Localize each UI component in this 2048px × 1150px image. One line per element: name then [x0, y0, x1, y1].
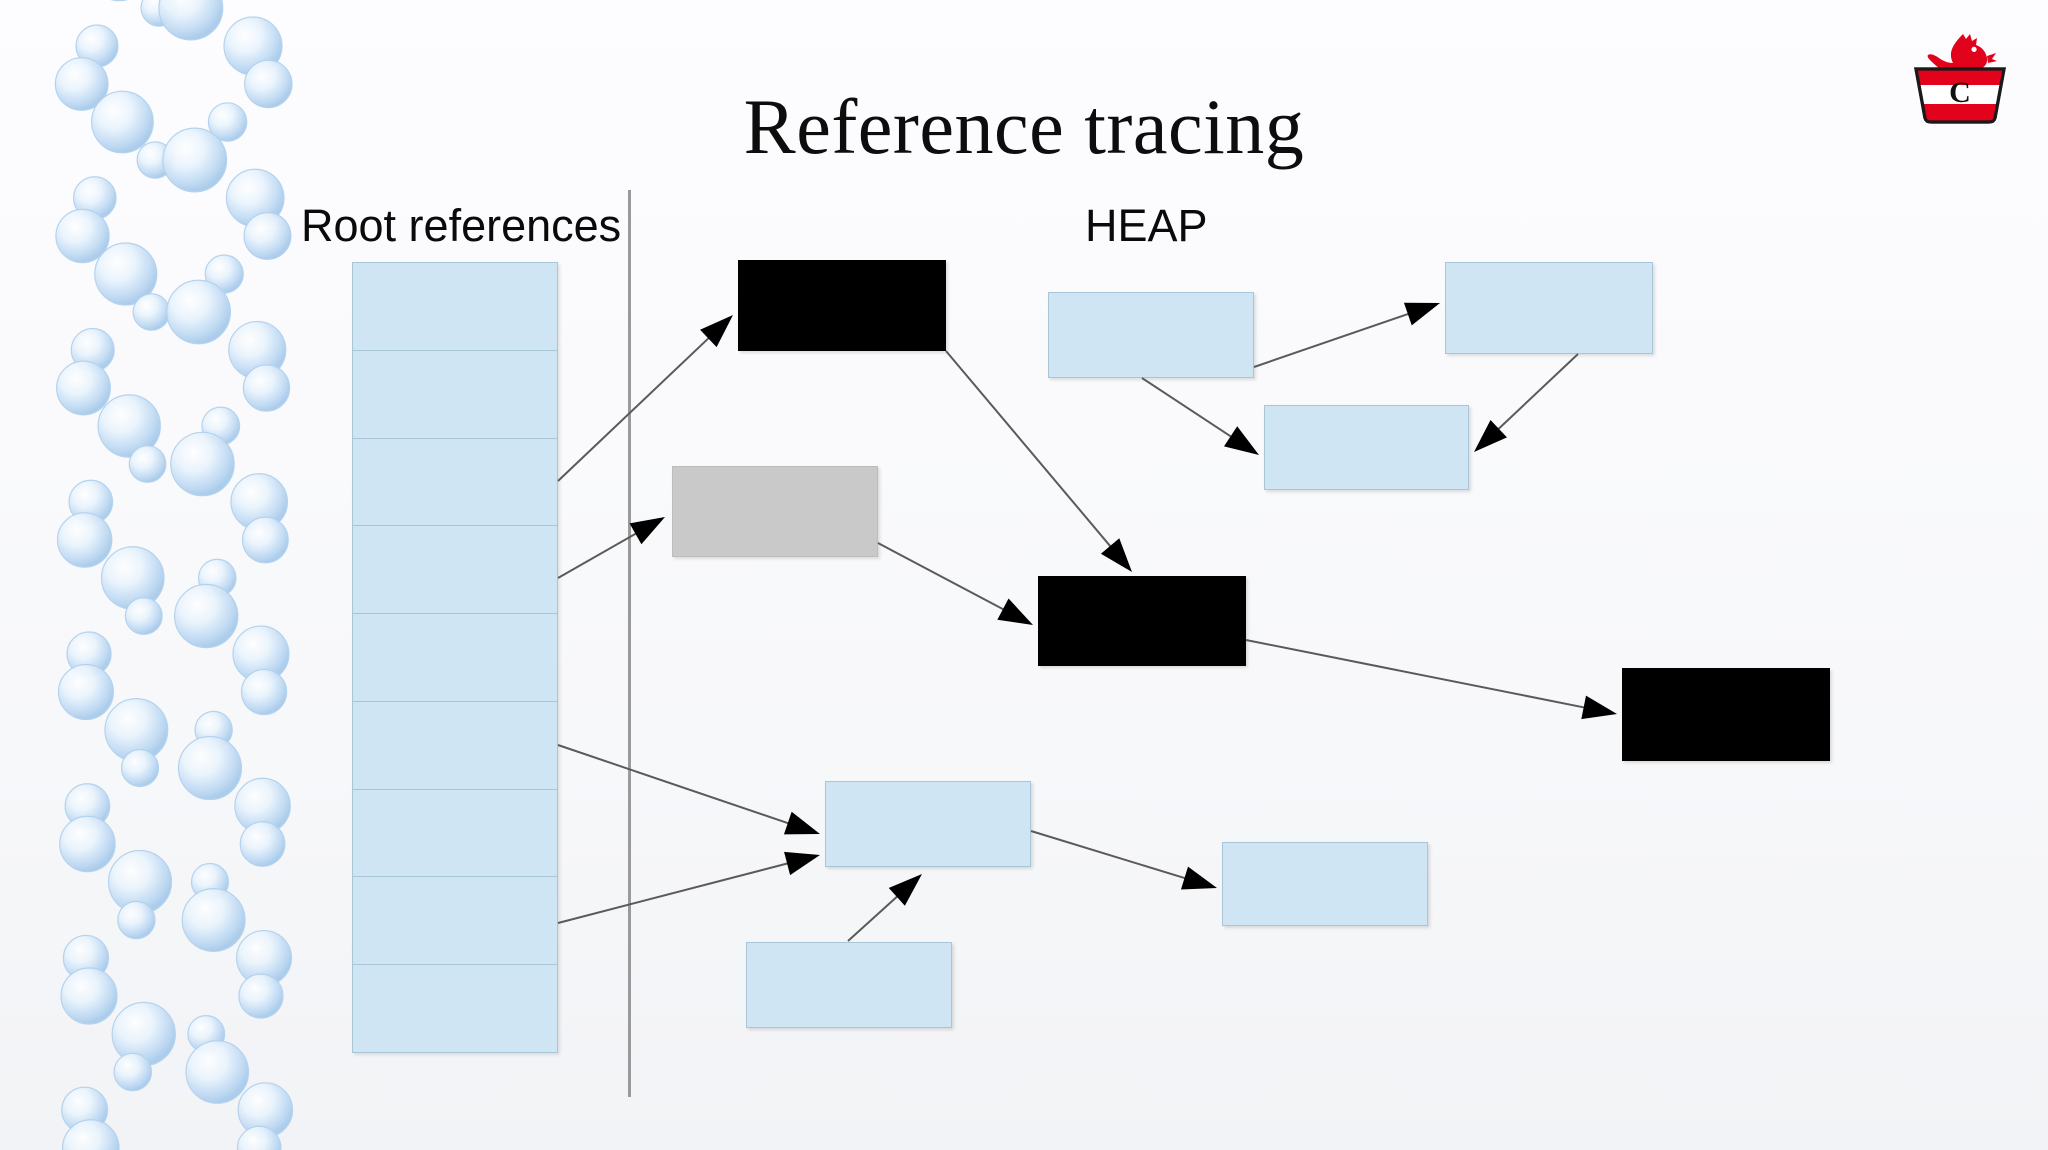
- heap-object-obj-c[interactable]: [1445, 262, 1653, 354]
- dna-bead: [57, 663, 114, 721]
- dna-bead: [60, 967, 118, 1025]
- reference-line-obj-b-to-obj-d: [1141, 377, 1237, 441]
- reference-line-root-cell-7-to-obj-h: [557, 861, 794, 924]
- arrow-head-icon-0: [700, 315, 733, 348]
- root-references-label: Root references: [301, 200, 622, 251]
- heap-object-obj-d[interactable]: [1264, 405, 1469, 490]
- dna-bead: [174, 583, 239, 649]
- dna-bead: [239, 821, 286, 867]
- dna-bead: [244, 59, 293, 109]
- dna-bead: [56, 512, 113, 568]
- reference-line-obj-c-to-obj-d: [1493, 353, 1579, 434]
- dna-bead: [177, 735, 243, 801]
- dna-bead: [120, 748, 160, 788]
- heap-object-obj-i[interactable]: [1222, 842, 1428, 926]
- dna-bead: [54, 57, 109, 111]
- reference-line-obj-b-to-obj-c: [1253, 311, 1414, 368]
- reference-line-obj-e-to-obj-f: [877, 542, 1009, 613]
- dna-bead: [185, 1040, 250, 1104]
- dna-bead: [124, 597, 163, 635]
- dna-bead: [170, 431, 235, 497]
- dna-bead: [59, 815, 116, 873]
- dna-helix-decoration: [0, 0, 330, 1150]
- reference-line-obj-h-to-obj-i: [1030, 830, 1191, 881]
- dna-bead: [117, 900, 156, 940]
- dna-bead: [158, 0, 224, 41]
- dna-bead: [55, 208, 110, 264]
- arrow-head-icon-4: [1100, 538, 1132, 572]
- dna-bead: [238, 973, 284, 1019]
- reference-line-root-cell-2-to-obj-a: [557, 333, 714, 482]
- arrow-head-icon-10: [1180, 866, 1217, 890]
- dna-bead: [90, 90, 154, 154]
- dna-bead: [236, 1125, 282, 1150]
- rooster-in-pot-logo: C: [1908, 22, 2012, 126]
- heap-object-obj-h[interactable]: [825, 781, 1031, 867]
- dna-bead: [162, 127, 228, 193]
- heap-object-obj-j[interactable]: [746, 942, 952, 1028]
- arrow-head-icon-3: [784, 851, 820, 876]
- root-stack-cell-5[interactable]: [352, 700, 558, 789]
- logo-svg: C: [1914, 34, 2006, 124]
- heap-object-obj-f[interactable]: [1038, 576, 1246, 666]
- dna-bead: [181, 888, 246, 952]
- stack-heap-divider: [628, 190, 631, 1097]
- dna-bead: [132, 293, 171, 331]
- reference-line-obj-j-to-obj-h: [847, 891, 903, 942]
- arrow-head-icon-5: [997, 598, 1033, 625]
- dna-bead: [243, 211, 292, 261]
- root-stack-cell-7[interactable]: [352, 876, 558, 965]
- dna-bead: [113, 1052, 153, 1092]
- heap-object-obj-a[interactable]: [738, 260, 946, 351]
- reference-line-obj-f-to-obj-g: [1245, 639, 1590, 710]
- root-stack-cell-6[interactable]: [352, 788, 558, 877]
- root-stack-cell-0[interactable]: [352, 262, 558, 350]
- root-stack-cell-8[interactable]: [352, 964, 558, 1054]
- page-title: Reference tracing: [743, 83, 1305, 170]
- pot-icon: [1914, 67, 2006, 124]
- root-stack-cell-2[interactable]: [352, 437, 558, 526]
- dna-bead: [100, 546, 165, 610]
- dna-bead: [207, 102, 248, 142]
- arrow-head-icon-6: [1403, 302, 1440, 326]
- root-stack-cell-1[interactable]: [352, 349, 558, 438]
- dna-bead: [94, 242, 158, 306]
- dna-bead: [56, 360, 111, 416]
- root-references-stack: [352, 262, 558, 1054]
- dna-helix-svg: [54, 0, 294, 1150]
- dna-bead: [240, 668, 288, 716]
- dna-bead: [61, 1119, 120, 1150]
- dna-bead: [128, 445, 167, 483]
- arrow-head-icon-8: [1474, 419, 1507, 452]
- reference-line-root-cell-5-to-obj-h: [557, 744, 794, 826]
- arrow-head-icon-1: [629, 517, 665, 545]
- dna-bead: [110, 0, 128, 2]
- heap-object-obj-b[interactable]: [1048, 292, 1254, 378]
- reference-line-obj-a-to-obj-f: [945, 350, 1115, 552]
- dna-bead: [97, 394, 161, 458]
- heap-object-obj-g[interactable]: [1622, 668, 1830, 761]
- heap-object-obj-e[interactable]: [672, 466, 878, 557]
- dna-bead: [241, 516, 289, 564]
- rooster-icon: [1927, 34, 1997, 74]
- logo-letter: C: [1949, 76, 1971, 109]
- dna-bead: [242, 364, 291, 412]
- root-stack-cell-4[interactable]: [352, 613, 558, 701]
- arrow-head-icon-11: [888, 874, 922, 906]
- dna-bead: [166, 279, 232, 345]
- heap-label: HEAP: [1085, 200, 1208, 251]
- arrow-head-icon-7: [1224, 426, 1259, 455]
- root-stack-cell-3[interactable]: [352, 525, 558, 614]
- arrow-head-icon-2: [783, 811, 820, 835]
- arrow-head-icon-9: [1581, 695, 1617, 720]
